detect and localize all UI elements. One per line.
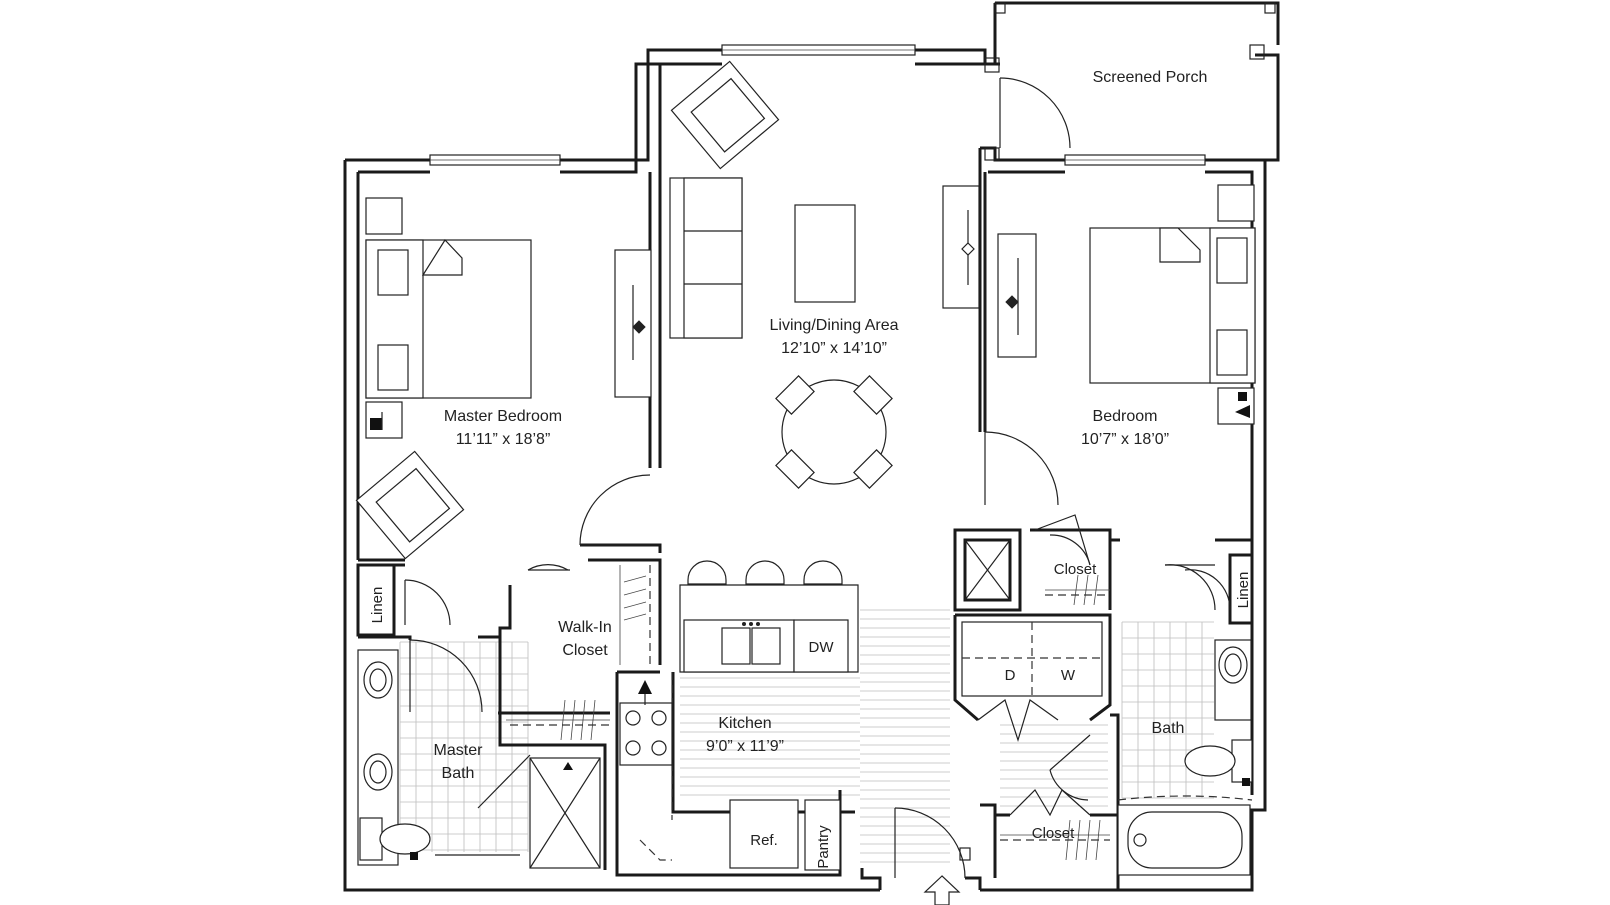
doors xyxy=(404,77,1231,879)
label-walk-in: Walk-In xyxy=(558,619,612,636)
label-master-bedroom-dims: 11’11” x 18’8” xyxy=(456,431,551,448)
master-bath-floor xyxy=(399,641,529,852)
label-screened-porch: Screened Porch xyxy=(1093,69,1208,86)
label-walk-in-closet: Closet xyxy=(562,642,608,659)
label-pantry: Pantry xyxy=(815,825,832,869)
room-labels: Screened Porch Living/Dining Area 12’10”… xyxy=(369,69,1252,869)
label-closet-lower: Closet xyxy=(1032,825,1075,842)
label-living-dining-dims: 12’10” x 14’10” xyxy=(781,340,887,357)
kitchen-fixtures xyxy=(619,539,1103,871)
furniture xyxy=(355,60,1256,861)
bath-fixtures xyxy=(357,639,1253,876)
windows xyxy=(429,2,1276,166)
kitchen-floor xyxy=(680,609,1108,863)
label-bath: Bath xyxy=(1152,720,1185,737)
label-living-dining: Living/Dining Area xyxy=(770,317,899,334)
label-master-bedroom: Master Bedroom xyxy=(444,408,562,425)
label-kitchen-dims: 9’0” x 11’9” xyxy=(706,738,784,755)
label-closet-upper: Closet xyxy=(1054,561,1097,578)
label-refrigerator: Ref. xyxy=(750,832,778,849)
label-linen-right: Linen xyxy=(1235,572,1252,609)
entry-arrow-icon xyxy=(923,875,961,905)
interior-walls xyxy=(356,64,1254,890)
label-bedroom-dims: 10’7” x 18’0” xyxy=(1081,431,1169,448)
label-washer: W xyxy=(1061,667,1076,684)
label-dishwasher: DW xyxy=(809,639,835,656)
label-dryer: D xyxy=(1005,667,1016,684)
label-master-bath: Bath xyxy=(442,765,475,782)
label-bedroom: Bedroom xyxy=(1093,408,1158,425)
label-master: Master xyxy=(434,742,484,759)
label-linen-left: Linen xyxy=(369,587,386,624)
label-kitchen: Kitchen xyxy=(718,715,771,732)
bath-floor xyxy=(1121,621,1214,799)
